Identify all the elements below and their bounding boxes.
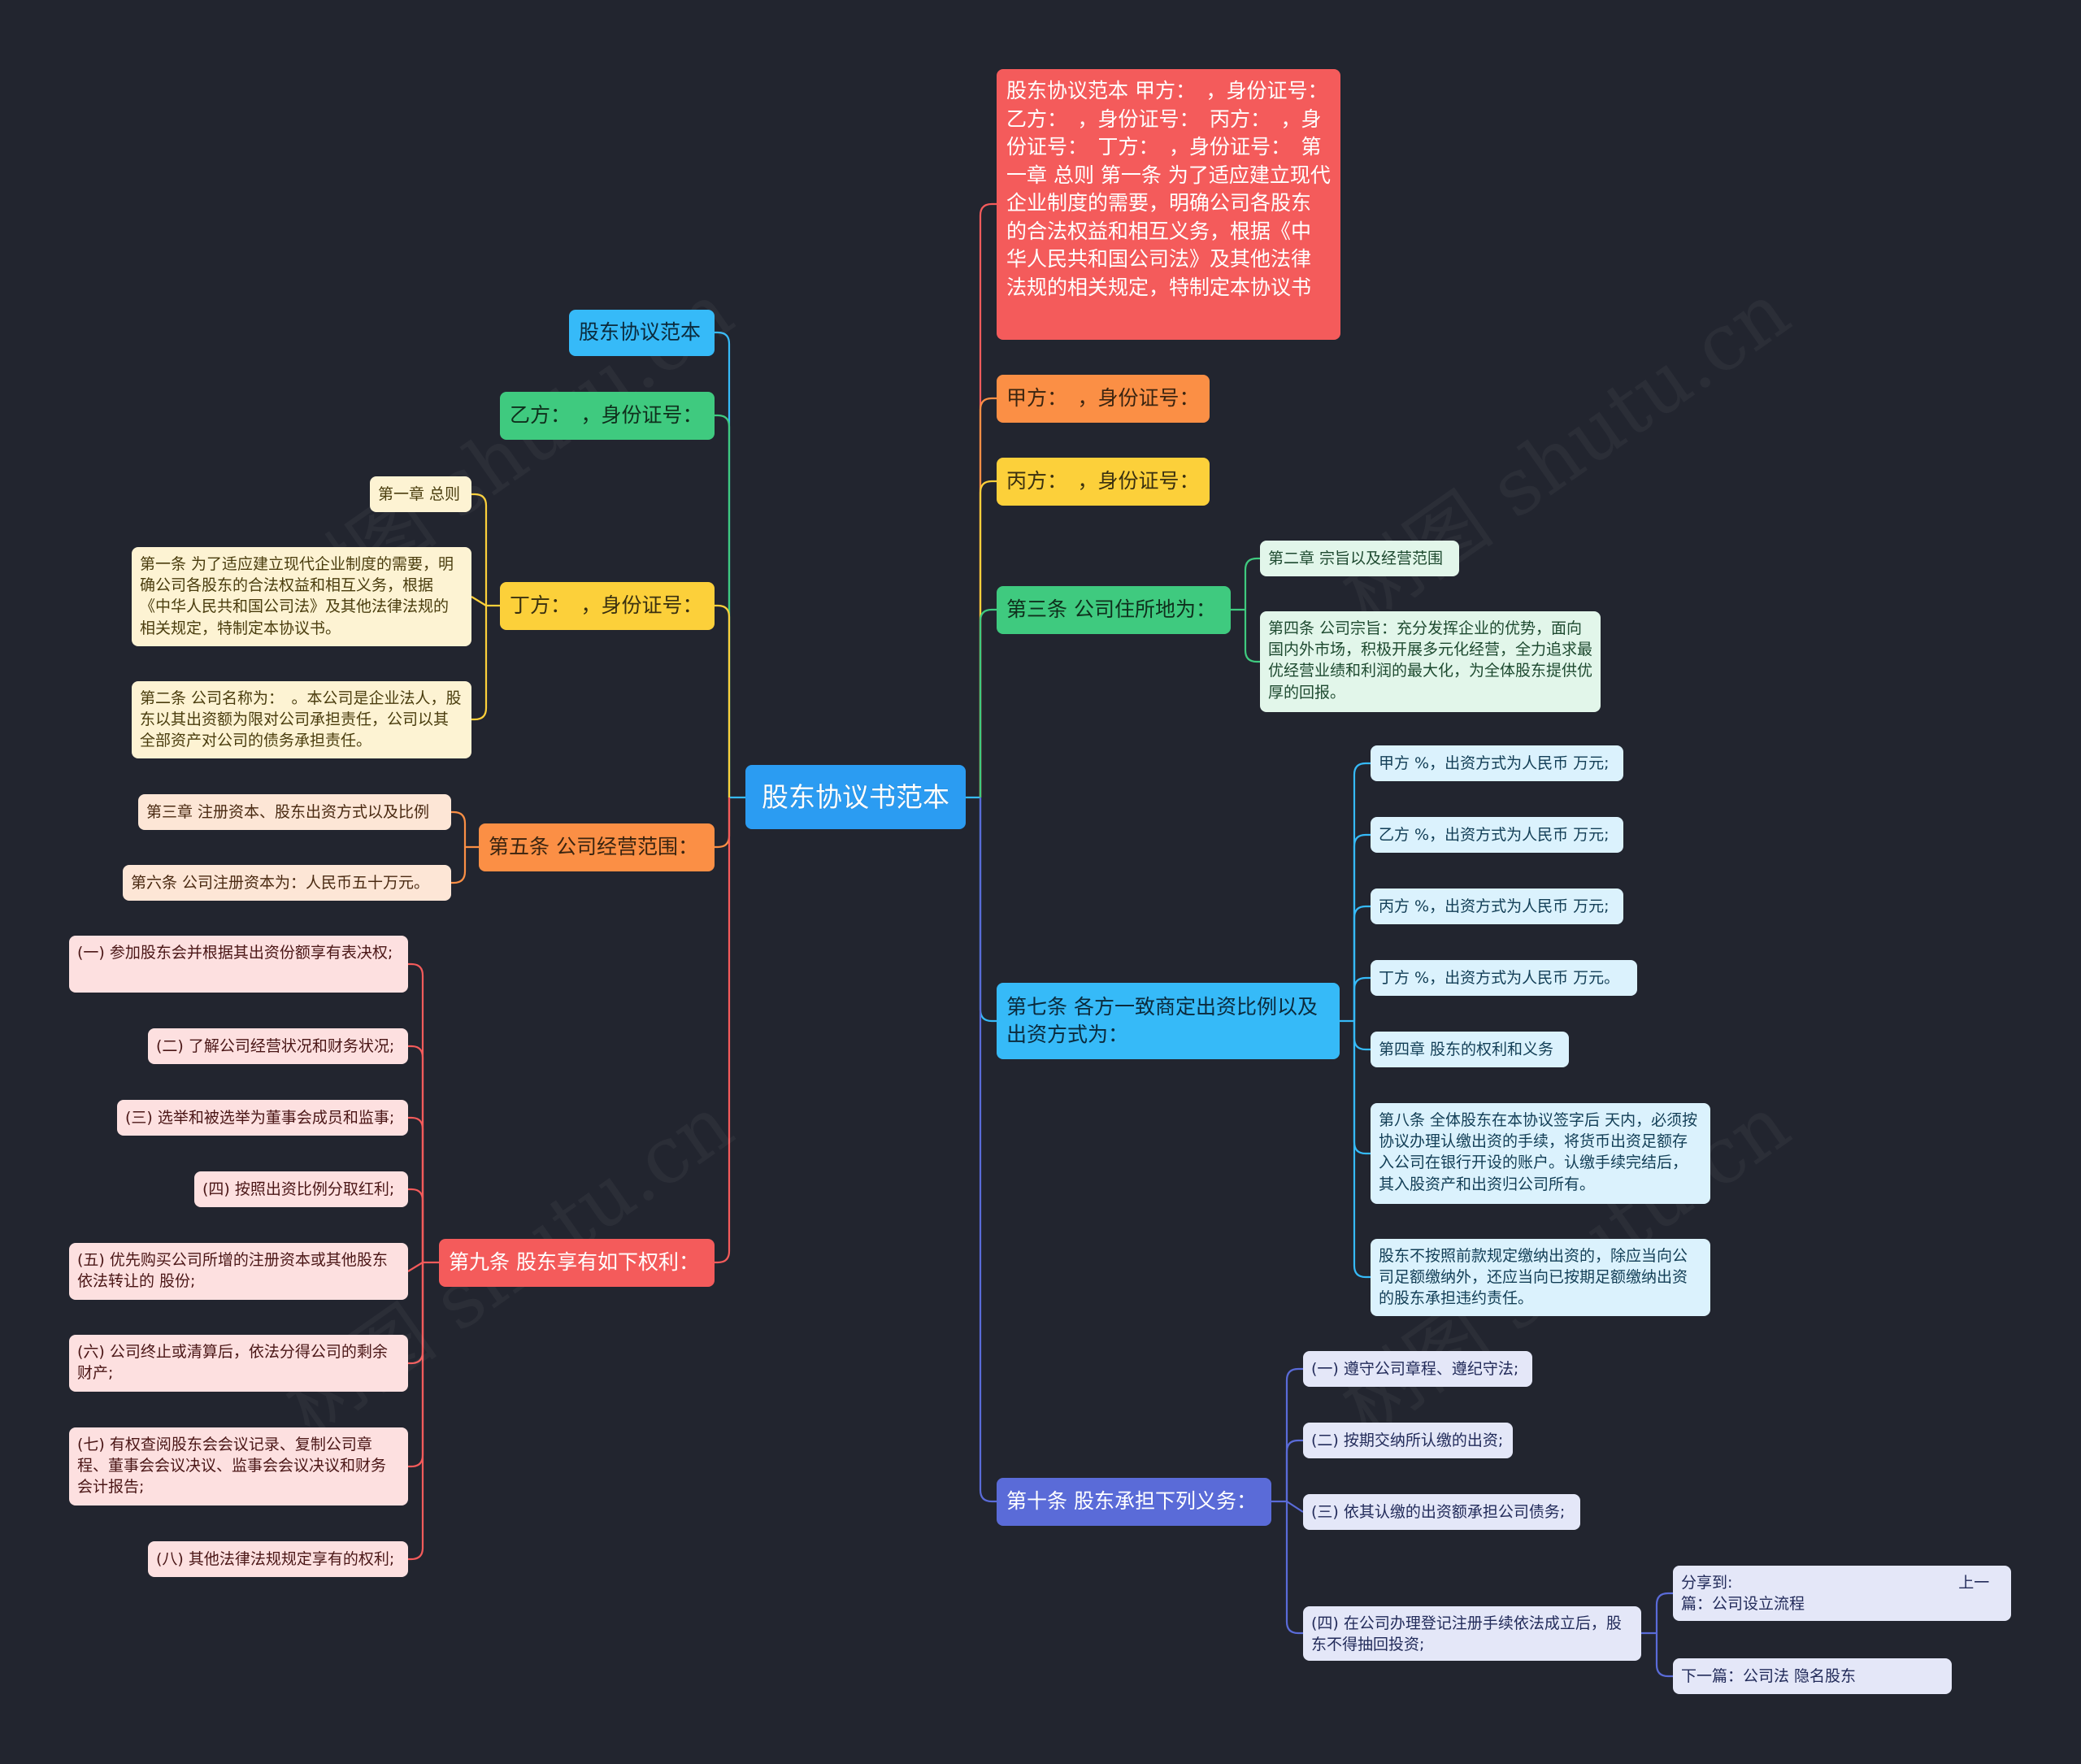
art10-child[interactable]: (三) 依其认缴的出资额承担公司债务; — [1303, 1494, 1580, 1530]
art7-child[interactable]: 第八条 全体股东在本协议签字后 天内，必须按协议办理认缴出资的手续，将货币出资足… — [1371, 1103, 1710, 1204]
art9-child[interactable]: (五) 优先购买公司所增的注册资本或其他股东依法转让的 股份; — [69, 1243, 408, 1300]
node-ding[interactable]: 丁方： ，身份证号： — [500, 582, 715, 630]
root-node[interactable]: 股东协议书范本 — [745, 765, 966, 829]
node-intro[interactable]: 股东协议范本 甲方： ，身份证号： 乙方： ，身份证号： 丙方： ，身份证号： … — [997, 69, 1340, 340]
connector-line — [1353, 833, 1371, 1021]
connector-line — [408, 1045, 424, 1262]
connector-line — [715, 331, 731, 797]
connector-line — [715, 604, 731, 797]
connector-line — [1353, 976, 1371, 1021]
connector-line — [979, 797, 997, 1023]
art7-child[interactable]: 丁方 %，出资方式为人民币 万元。 — [1371, 960, 1637, 996]
connector-line — [408, 1262, 424, 1561]
connector-line — [715, 797, 731, 849]
art5-child[interactable]: 第三章 注册资本、股东出资方式以及比例 — [138, 794, 451, 830]
node-art9[interactable]: 第九条 股东享有如下权利： — [439, 1239, 715, 1287]
node-art10[interactable]: 第十条 股东承担下列义务： — [997, 1478, 1271, 1526]
art9-child[interactable]: (六) 公司终止或清算后，依法分得公司的剩余财产; — [69, 1335, 408, 1392]
connector-line — [451, 810, 467, 847]
connector-line — [1353, 1021, 1371, 1279]
art3-child[interactable]: 第四条 公司宗旨：充分发挥企业的优势，面向国内外市场，积极开展多元化经营，全力追… — [1260, 611, 1601, 712]
connector-line — [408, 962, 424, 1262]
node-art5[interactable]: 第五条 公司经营范围： — [479, 823, 715, 871]
connector-line — [979, 608, 997, 797]
art9-child[interactable]: (七) 有权查阅股东会会议记录、复制公司章程、董事会会议决议、监事会会议决议和财… — [69, 1427, 408, 1505]
ding-child[interactable]: 第一章 总则 — [370, 476, 471, 512]
connector-line — [715, 414, 731, 797]
connector-line — [1285, 1367, 1303, 1501]
art9-child[interactable]: (二) 了解公司经营状况和财务状况; — [148, 1028, 408, 1064]
connector-line — [979, 397, 997, 797]
connector-line — [408, 1262, 424, 1365]
connector-line — [1244, 557, 1260, 610]
art10-child[interactable]: (二) 按期交纳所认缴的出资; — [1303, 1423, 1513, 1458]
next-article-link[interactable]: 下一篇：公司法 隐名股东 — [1673, 1658, 1952, 1694]
art10-child[interactable]: (四) 在公司办理登记注册手续依法成立后，股东不得抽回投资; — [1303, 1606, 1641, 1661]
connector-line — [1353, 762, 1371, 1021]
connector-line — [408, 1262, 424, 1468]
connector-line — [715, 797, 731, 1264]
connector-line — [1244, 610, 1260, 663]
node-yi[interactable]: 乙方： ，身份证号： — [500, 392, 715, 440]
art7-child[interactable]: 丙方 %，出资方式为人民币 万元; — [1371, 889, 1623, 924]
node-bing[interactable]: 丙方： ，身份证号： — [997, 458, 1210, 506]
art9-child[interactable]: (八) 其他法律法规规定享有的权利; — [148, 1541, 408, 1577]
art5-child[interactable]: 第六条 公司注册资本为：人民币五十万元。 — [123, 865, 451, 901]
node-art3[interactable]: 第三条 公司住所地为： — [997, 586, 1231, 634]
connector-line — [1655, 1633, 1673, 1678]
art9-child[interactable]: (三) 选举和被选举为董事会成员和监事; — [117, 1100, 408, 1136]
node-jia[interactable]: 甲方： ，身份证号： — [997, 375, 1210, 423]
connector-line — [407, 1262, 424, 1272]
connector-line — [1286, 1501, 1304, 1513]
connector-line — [979, 480, 997, 797]
node-fanben[interactable]: 股东协议范本 — [569, 310, 715, 356]
share-link[interactable]: 分享到: 上一篇：公司设立流程 — [1673, 1566, 2011, 1621]
art7-child[interactable]: 第四章 股东的权利和义务 — [1371, 1032, 1569, 1067]
ding-child[interactable]: 第一条 为了适应建立现代企业制度的需要，明确公司各股东的合法权益和相互义务，根据… — [132, 547, 471, 646]
art7-child[interactable]: 甲方 %，出资方式为人民币 万元; — [1371, 745, 1623, 781]
connector-line — [471, 493, 488, 606]
art9-child[interactable]: (一) 参加股东会并根据其出资份额享有表决权; — [69, 936, 408, 993]
node-art7[interactable]: 第七条 各方一致商定出资比例以及出资方式为： — [997, 983, 1340, 1059]
connector-line — [471, 596, 487, 606]
art7-child[interactable]: 股东不按照前款规定缴纳出资的，除应当向公司足额缴纳外，还应当向已按期足额缴纳出资… — [1371, 1239, 1710, 1316]
art7-child[interactable]: 乙方 %，出资方式为人民币 万元; — [1371, 817, 1623, 853]
art10-child[interactable]: (一) 遵守公司章程、遵纪守法; — [1303, 1351, 1532, 1387]
connector-line — [979, 202, 997, 797]
connector-line — [1655, 1592, 1673, 1633]
ding-child[interactable]: 第二条 公司名称为： 。本公司是企业法人，股东以其出资额为限对公司承担责任，公司… — [132, 681, 471, 758]
connector-line — [1285, 1439, 1303, 1501]
connector-line — [451, 847, 467, 884]
connector-line — [408, 1116, 424, 1262]
connector-line — [471, 606, 488, 721]
connector-line — [1285, 1501, 1303, 1635]
connector-line — [979, 797, 997, 1503]
connector-line — [1353, 1021, 1371, 1155]
connector-line — [1353, 905, 1371, 1021]
art3-child[interactable]: 第二章 宗旨以及经营范围 — [1260, 541, 1459, 576]
connector-line — [408, 1188, 424, 1262]
connector-line — [1353, 1021, 1371, 1051]
art9-child[interactable]: (四) 按照出资比例分取红利; — [194, 1171, 408, 1207]
